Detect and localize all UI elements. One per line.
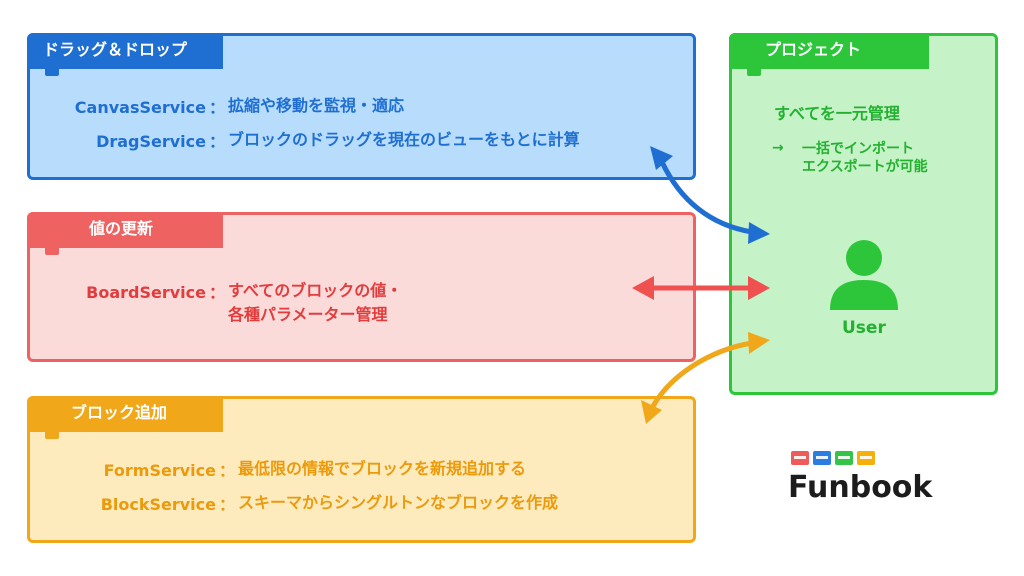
board-service-name: BoardService (86, 283, 206, 302)
block-service-row: BlockService：スキーマからシングルトンなブロックを作成 (40, 491, 558, 515)
logo-block-blue (813, 451, 831, 465)
project-import-line: 一括でインポート (802, 141, 914, 157)
colon: ： (208, 98, 225, 117)
arrow-right-icon: → (772, 140, 784, 156)
logo-block-red (791, 451, 809, 465)
logo-block-yellow (857, 451, 875, 465)
drag-drop-title: ドラッグ＆ドロップ (27, 33, 223, 76)
value-update-title-text: 値の更新 (89, 219, 154, 238)
funbook-logo-blocks (791, 451, 875, 465)
block-add-panel: ブロック追加 FormService：最低限の情報でブロックを新規追加する Bl… (27, 396, 696, 543)
drag-drop-panel: ドラッグ＆ドロップ CanvasService：拡縮や移動を監視・適応 Drag… (27, 33, 696, 180)
orange-arrow (641, 332, 770, 424)
drag-service-desc: ブロックのドラッグを現在のビューをもとに計算 (228, 130, 580, 149)
board-service-desc: すべてのブロックの値・各種パラメーター管理 (228, 279, 402, 327)
project-headline: すべてを一元管理 (774, 104, 900, 123)
red-arrow (632, 276, 770, 300)
colon: ： (208, 132, 225, 151)
user-label: User (842, 318, 886, 338)
canvas-service-name: CanvasService (74, 98, 206, 117)
board-service-desc-line1: すべてのブロックの値・ (228, 281, 403, 300)
drag-service-row: DragService：ブロックのドラッグを現在のビューをもとに計算 (40, 128, 580, 152)
tab-notch (747, 69, 761, 76)
project-import-export-text: 一括でインポート エクスポートが可能 (802, 140, 928, 176)
colon: ： (218, 461, 235, 480)
project-title: プロジェクト (729, 33, 929, 76)
block-service-desc: スキーマからシングルトンなブロックを作成 (238, 493, 559, 512)
user-icon (830, 240, 898, 310)
colon: ： (218, 495, 235, 514)
tab-notch (45, 69, 59, 76)
board-service-row: BoardService：すべてのブロックの値・各種パラメーター管理 (40, 279, 402, 327)
form-service-row: FormService：最低限の情報でブロックを新規追加する (40, 457, 526, 481)
tab-notch (45, 432, 59, 439)
block-add-title: ブロック追加 (27, 396, 223, 439)
project-export-line: エクスポートが可能 (802, 159, 928, 175)
tab-notch (45, 248, 59, 255)
logo-block-green (835, 451, 853, 465)
blue-arrow (650, 146, 770, 244)
project-title-text: プロジェクト (765, 40, 862, 59)
board-service-desc-line2: 各種パラメーター管理 (228, 305, 388, 324)
drag-drop-title-text: ドラッグ＆ドロップ (43, 40, 188, 59)
block-add-title-text: ブロック追加 (71, 403, 168, 422)
form-service-name: FormService (103, 461, 216, 480)
funbook-logo-text: Funbook (788, 470, 933, 505)
project-panel: プロジェクト すべてを一元管理 → 一括でインポート エクスポートが可能 Use… (729, 33, 998, 395)
canvas-service-desc: 拡縮や移動を監視・適応 (228, 96, 405, 115)
drag-service-name: DragService (96, 132, 206, 151)
value-update-title: 値の更新 (27, 212, 223, 255)
block-service-name: BlockService (100, 495, 216, 514)
colon: ： (208, 283, 225, 302)
canvas-service-row: CanvasService：拡縮や移動を監視・適応 (40, 94, 404, 118)
form-service-desc: 最低限の情報でブロックを新規追加する (238, 459, 527, 478)
